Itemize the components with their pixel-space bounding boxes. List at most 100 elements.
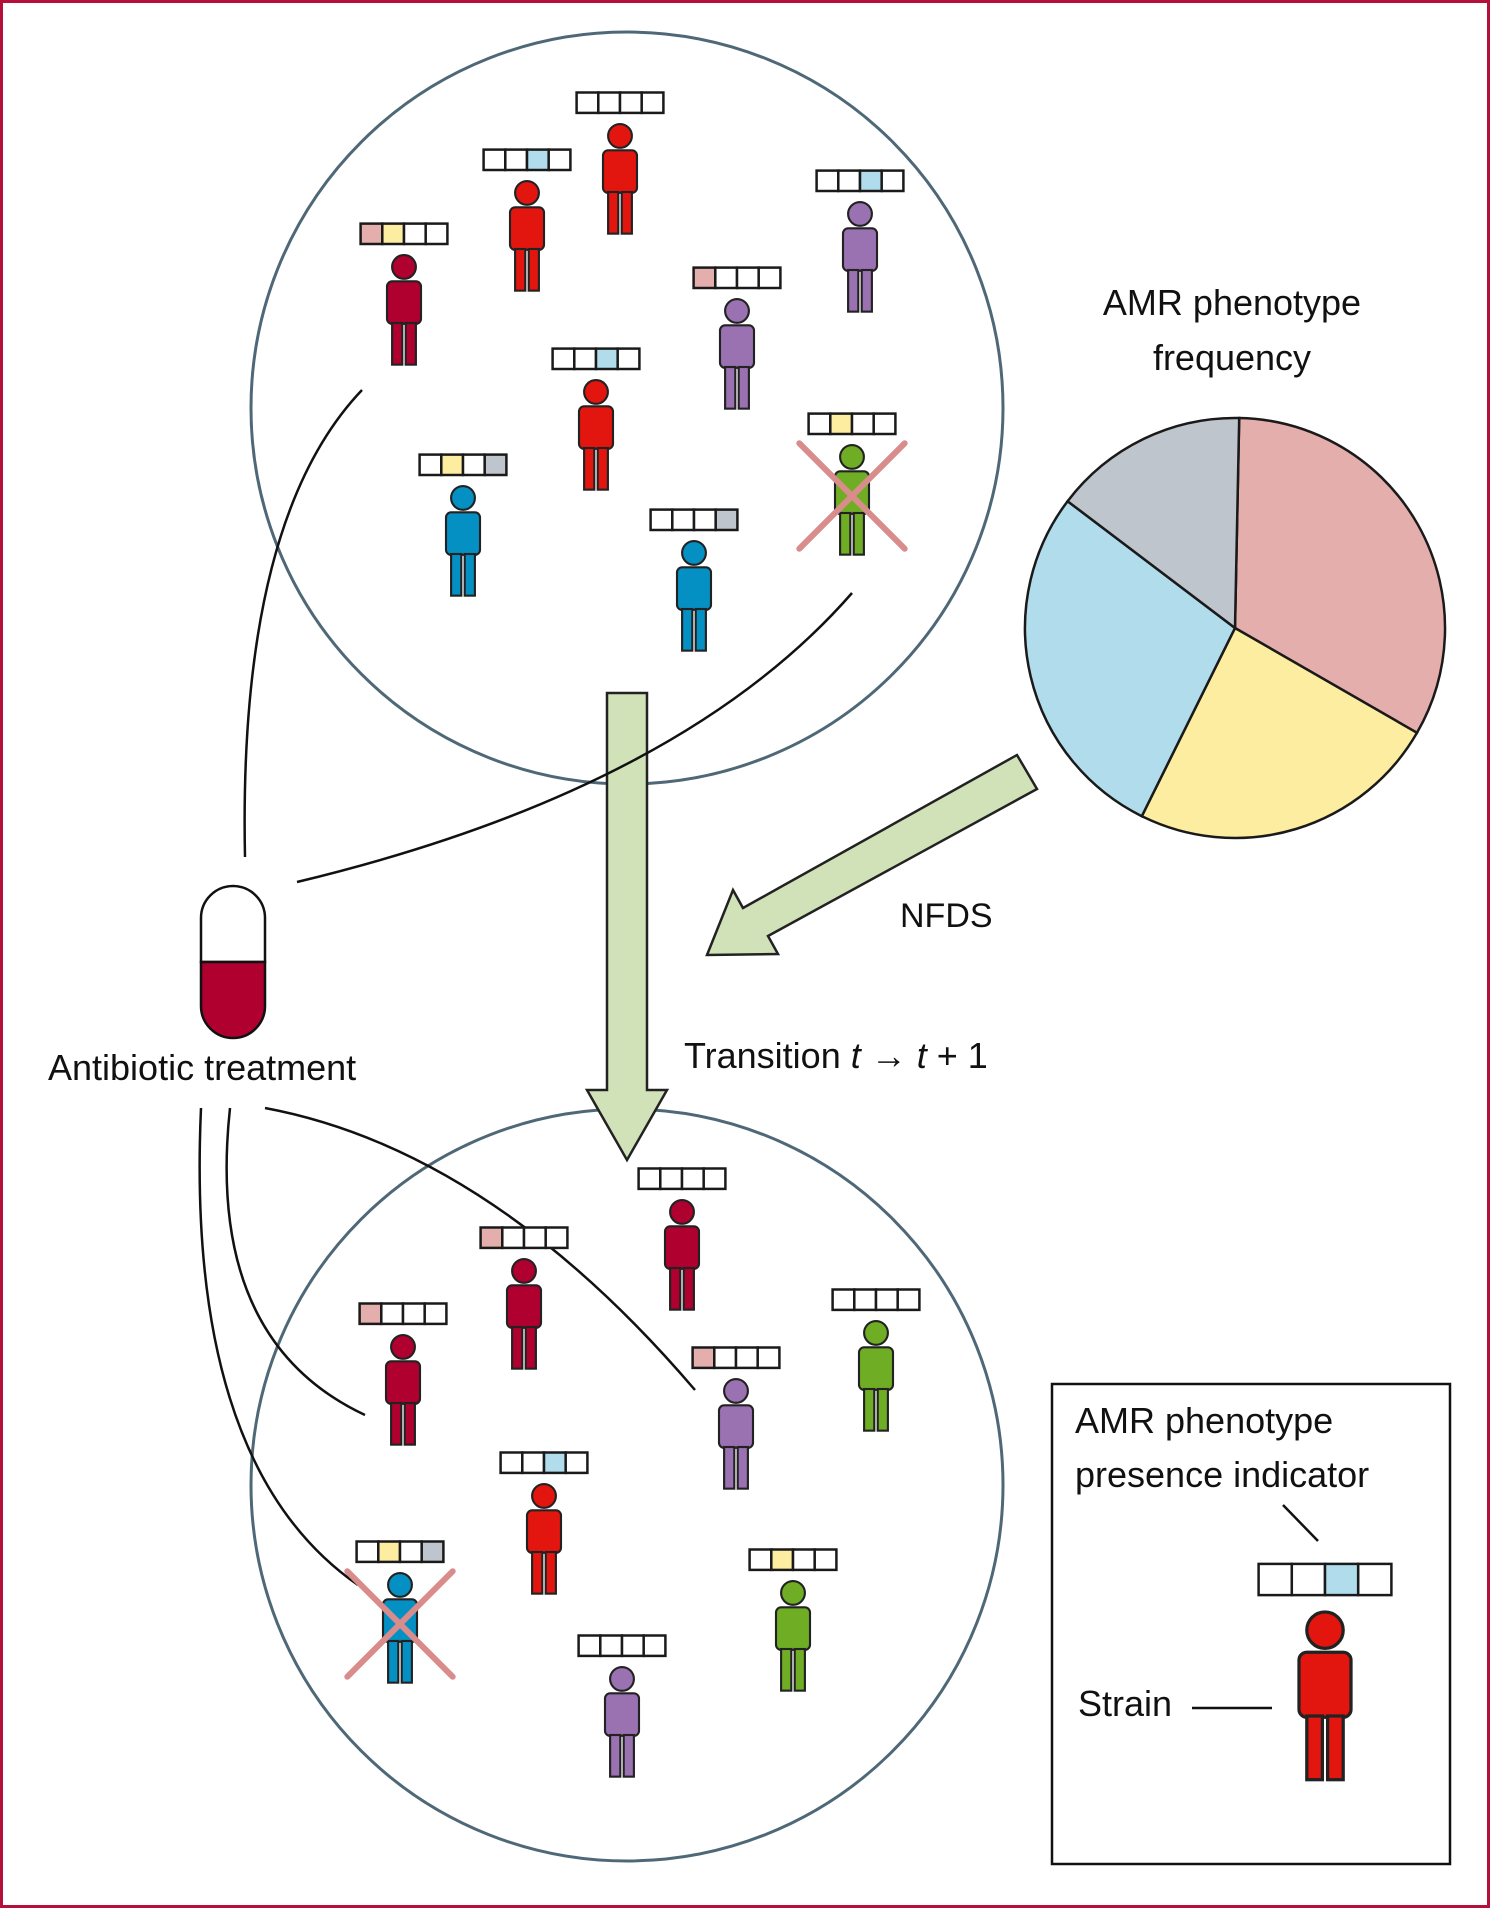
phenotype-slot-4 — [547, 148, 572, 172]
strain-figure-purple — [841, 200, 879, 313]
phenotype-slot-1 — [649, 508, 674, 532]
phenotype-slot-2 — [770, 1548, 795, 1572]
phenotype-slot-3 — [858, 169, 883, 193]
treatment-curve-down-2 — [198, 1107, 359, 1587]
phenotype-slot-2 — [1290, 1562, 1327, 1597]
before-strain-2 — [482, 148, 572, 292]
transition-prefix: Transition — [684, 1035, 851, 1076]
nfds-arrow — [705, 753, 1039, 957]
strain-figure-red — [525, 1482, 563, 1595]
phenotype-slot-2 — [573, 347, 598, 371]
phenotype-slot-4 — [1356, 1562, 1393, 1597]
phenotype-slot-1 — [479, 1226, 504, 1250]
phenotype-slot-3 — [791, 1548, 816, 1572]
phenotype-slot-2 — [381, 222, 406, 246]
strain-figure-crimson — [385, 253, 423, 366]
amr-phenotype-pie — [1023, 416, 1447, 840]
phenotype-slot-3 — [1323, 1562, 1360, 1597]
phenotype-slot-3 — [594, 347, 619, 371]
before-strain-3 — [575, 91, 665, 235]
phenotype-slot-4 — [616, 347, 641, 371]
phenotype-slot-2 — [714, 266, 739, 290]
strain-figure-purple — [717, 1377, 755, 1490]
cross-mark-line-2 — [344, 1568, 456, 1680]
strain-figure-crimson — [384, 1333, 422, 1446]
transition-t: t — [851, 1035, 863, 1076]
phenotype-slot-4 — [642, 1634, 667, 1658]
phenotype-slot-3 — [522, 1226, 547, 1250]
antibiotic-pill — [199, 884, 267, 1040]
phenotype-slot-4 — [423, 1302, 448, 1326]
strain-figure-crimson — [663, 1198, 701, 1311]
pie-slice-4 — [1065, 416, 1241, 631]
phenotype-slot-2 — [853, 1288, 878, 1312]
strain-figure-red — [1297, 1610, 1353, 1782]
phenotype-slot-4 — [880, 169, 905, 193]
phenotype-slot-2 — [440, 453, 465, 477]
strain-figure-crimson — [505, 1257, 543, 1370]
before-strain-1 — [359, 222, 449, 366]
pill-top-half — [199, 884, 267, 964]
after-strain-4 — [831, 1288, 921, 1432]
phenotype-slot-2 — [521, 1451, 546, 1475]
phenotype-slot-2 — [829, 412, 854, 436]
phenotype-slot-1 — [359, 222, 384, 246]
treatment-curve-down-3 — [264, 1106, 696, 1391]
phenotype-slot-2 — [597, 91, 622, 115]
phenotype-slot-3 — [620, 1634, 645, 1658]
legend-strain-label: Strain — [1078, 1683, 1172, 1724]
antibiotic-treatment-label: Antibiotic treatment — [48, 1047, 356, 1088]
phenotype-slot-4 — [564, 1451, 589, 1475]
cross-mark-line-2 — [796, 440, 908, 552]
after-strain-8 — [748, 1548, 838, 1692]
transition-t-next: t — [917, 1035, 929, 1076]
strains-layer — [344, 91, 1393, 1782]
pie-slice-2 — [1140, 626, 1419, 840]
before-strain-7 — [418, 453, 508, 597]
phenotype-slot-2 — [380, 1302, 405, 1326]
legend-title-line2: presence indicator — [1075, 1454, 1369, 1495]
phenotype-slot-4 — [813, 1548, 838, 1572]
phenotype-slot-1 — [691, 1346, 716, 1370]
phenotype-slot-2 — [504, 148, 529, 172]
phenotype-slot-3 — [735, 266, 760, 290]
strain-figure-red — [508, 179, 546, 292]
phenotype-slot-3 — [874, 1288, 899, 1312]
phenotype-slot-3 — [525, 148, 550, 172]
strain-figure-red — [577, 378, 615, 491]
phenotype-slot-3 — [542, 1451, 567, 1475]
pie-slice-1 — [1233, 416, 1447, 735]
phenotype-slot-1 — [577, 1634, 602, 1658]
transition-arrow-glyph: → — [871, 1035, 907, 1076]
phenotype-slot-1 — [482, 148, 507, 172]
pie-title-line2: frequency — [1153, 337, 1311, 378]
phenotype-slot-3 — [692, 508, 717, 532]
phenotype-slot-2 — [713, 1346, 738, 1370]
phenotype-slot-2 — [671, 508, 696, 532]
after-strain-1 — [637, 1167, 727, 1311]
legend-title-line1: AMR phenotype — [1075, 1400, 1333, 1441]
before-strain-9 — [796, 412, 908, 556]
before-strain-6 — [551, 347, 641, 491]
phenotype-slot-2 — [377, 1540, 402, 1564]
phenotype-slot-4 — [896, 1288, 921, 1312]
after-strain-6 — [499, 1451, 589, 1595]
phenotype-slot-1 — [358, 1302, 383, 1326]
phenotype-slot-1 — [831, 1288, 856, 1312]
legend-indicator-leader — [1282, 1504, 1319, 1542]
phenotype-slot-4 — [640, 91, 665, 115]
treatment-curves — [198, 389, 853, 1587]
pie-title-line1: AMR phenotype — [1103, 282, 1361, 323]
treatment-curve-down-1 — [225, 1107, 366, 1417]
phenotype-slot-4 — [702, 1167, 727, 1191]
phenotype-slot-2 — [659, 1167, 684, 1191]
legend-box — [1050, 1382, 1452, 1866]
before-strain-5 — [692, 266, 782, 410]
phenotype-slot-3 — [401, 1302, 426, 1326]
phenotype-slot-1 — [418, 453, 443, 477]
pie-slice-3 — [1023, 499, 1237, 818]
transition-arrow — [584, 691, 670, 1163]
